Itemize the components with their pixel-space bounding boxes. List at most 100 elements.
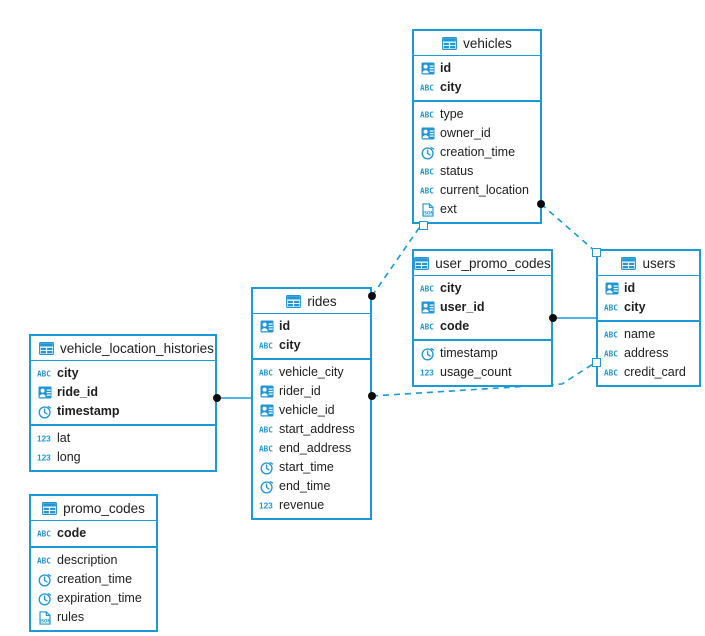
svg-text:123: 123 [37,435,51,444]
svg-text:JSON: JSON [38,618,50,623]
field-row[interactable]: ride_id [31,383,215,402]
field-name: end_time [279,479,331,494]
abc-string-icon: ABC [259,422,274,437]
table-name: rides [307,293,337,309]
abc-string-icon: ABC [604,327,619,342]
clock-icon [37,404,52,419]
field-row[interactable]: creation_time [414,143,540,162]
field-name: revenue [279,498,325,513]
field-row[interactable]: rider_id [253,382,370,401]
table-title-user_promo_codes[interactable]: user_promo_codes [414,251,551,276]
number-123-icon: 123 [420,365,435,380]
field-row[interactable]: 123 usage_count [414,363,551,382]
table-title-vehicles[interactable]: vehicles [414,31,540,56]
field-row[interactable]: ABC current_location [414,181,540,200]
field-name: city [279,338,301,353]
field-row[interactable]: ABC start_address [253,420,370,439]
svg-text:ABC: ABC [259,341,273,350]
field-name: current_location [440,183,529,198]
endpoint-dot-vlh-right [213,394,221,402]
relationship-vehicles-users [540,203,597,253]
abc-string-icon: ABC [259,338,274,353]
table-title-rides[interactable]: rides [253,289,370,314]
field-row[interactable]: ABC city [253,336,370,355]
field-name: code [440,319,470,334]
field-name: usage_count [440,365,512,380]
field-name: start_time [279,460,334,475]
field-row[interactable]: expiration_time [31,589,156,608]
svg-text:ABC: ABC [420,322,434,331]
table-title-promo_codes[interactable]: promo_codes [31,496,156,521]
field-row[interactable]: end_time [253,477,370,496]
clock-icon [420,346,435,361]
identity-card-icon [420,300,435,315]
endpoint-square-vehicles-bottom [419,221,428,230]
field-row[interactable]: vehicle_id [253,401,370,420]
abc-string-icon: ABC [37,553,52,568]
field-name: timestamp [440,346,498,361]
field-name: credit_card [624,365,686,380]
field-row[interactable]: id [253,317,370,336]
svg-text:ABC: ABC [259,425,273,434]
clock-icon [259,460,274,475]
abc-string-icon: ABC [259,441,274,456]
identity-card-icon [420,126,435,141]
table-grid-icon [286,294,302,309]
field-name: type [440,107,464,122]
field-name: expiration_time [57,591,142,606]
field-row[interactable]: start_time [253,458,370,477]
field-name: start_address [279,422,355,437]
table-grid-icon [442,36,458,51]
abc-string-icon: ABC [604,300,619,315]
abc-string-icon: ABC [259,365,274,380]
table-grid-icon [39,341,54,356]
endpoint-dot-vehicles-right-ext [537,200,545,208]
field-row[interactable]: id [414,59,540,78]
field-row[interactable]: creation_time [31,570,156,589]
table-title-users[interactable]: users [598,251,699,276]
table-grid-icon [414,256,430,271]
field-row[interactable]: id [598,279,699,298]
clock-icon [420,145,435,160]
table-grid-icon [42,501,58,516]
svg-text:123: 123 [420,369,434,378]
abc-string-icon: ABC [604,365,619,380]
field-name: city [440,281,462,296]
field-row[interactable]: timestamp [31,402,215,421]
abc-string-icon: ABC [420,183,435,198]
table-title-vehicle_location_histories[interactable]: vehicle_location_histories [31,336,215,361]
field-row[interactable]: user_id [414,298,551,317]
field-row[interactable]: ABC credit_card [598,363,699,382]
field-row[interactable]: owner_id [414,124,540,143]
field-row[interactable]: ABC code [414,317,551,336]
field-row[interactable]: timestamp [414,344,551,363]
svg-text:ABC: ABC [604,349,618,358]
identity-card-icon [259,319,274,334]
